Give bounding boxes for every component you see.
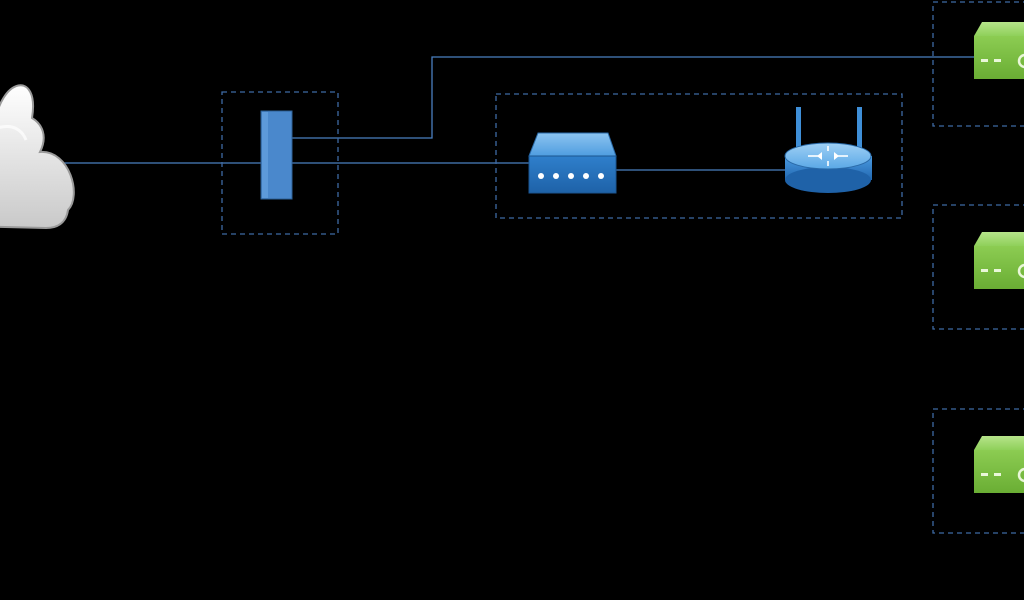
server-1-group-box bbox=[932, 1, 1024, 127]
link-splitter-server-1 bbox=[292, 56, 978, 139]
home-network-group-box bbox=[495, 93, 903, 219]
server-icon bbox=[974, 436, 1024, 493]
groups bbox=[221, 1, 1024, 534]
patch-panel-icon bbox=[260, 110, 293, 200]
wireless-router-icon bbox=[784, 107, 872, 193]
links bbox=[62, 56, 978, 171]
server-2-group-box bbox=[932, 204, 1024, 330]
server-icon bbox=[974, 22, 1024, 79]
server-icon bbox=[974, 232, 1024, 289]
server-3-group-box bbox=[932, 408, 1024, 534]
splitter-group-box bbox=[221, 91, 339, 235]
modem-icon bbox=[528, 132, 617, 194]
cloud-icon bbox=[0, 84, 75, 230]
